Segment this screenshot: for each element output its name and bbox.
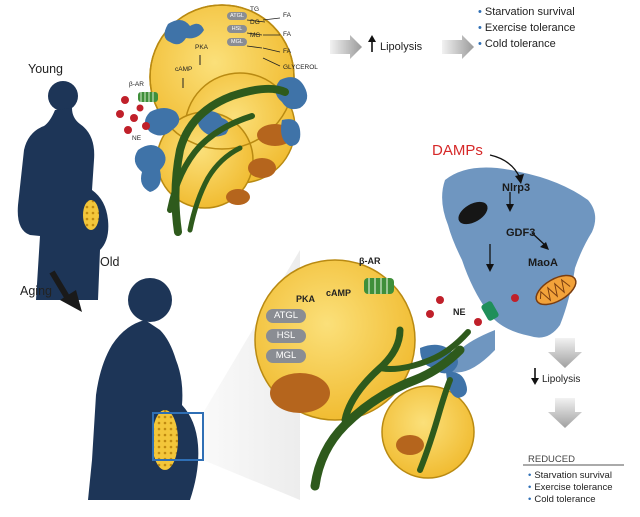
mitochondrion [535, 274, 577, 306]
old-label: Old [100, 255, 120, 269]
beta-ar-receptor [364, 278, 394, 294]
dg-label: DG [250, 19, 260, 26]
glycerol-label: GLYCEROL [283, 64, 318, 71]
camp-label: cAMP [326, 288, 352, 298]
nucleus [396, 435, 424, 455]
mgl-pill: MGL [266, 349, 306, 363]
maoa-label: MaoA [528, 257, 558, 269]
ne-molecule [124, 126, 132, 134]
young-outcome-item: Starvation survival [478, 4, 575, 20]
pka-label-small: PKA [195, 44, 209, 51]
nucleus [248, 158, 276, 178]
damps-label: DAMPs [432, 142, 483, 159]
aging-label: Aging [20, 284, 52, 298]
camp-label-small: cAMP [175, 66, 193, 73]
macrophage [145, 108, 180, 136]
up-arrow-icon [368, 35, 376, 52]
young-fat-depot [83, 200, 99, 230]
zoom-box [152, 412, 204, 461]
mgl-pill-small: MGL [227, 38, 247, 46]
hsl-pill: HSL [266, 329, 306, 343]
down-arrow-icon [531, 368, 539, 385]
old-person-silhouette [88, 278, 199, 500]
aging-arrow [49, 270, 82, 312]
ne-molecule [121, 96, 129, 104]
macrophage [164, 19, 204, 45]
atgl-pill-small: ATGL [227, 12, 247, 20]
atgl-pill: ATGL [266, 309, 306, 323]
macrophage [134, 145, 166, 192]
flow-arrow [442, 35, 474, 59]
macrophage [281, 119, 301, 146]
sympathetic-nerve [187, 145, 243, 233]
ne-label-small: NE [132, 135, 142, 142]
fa-label-3: FA [283, 48, 291, 55]
fa-label-2: FA [283, 31, 291, 38]
nucleus [270, 373, 330, 413]
sympathetic-nerve [377, 329, 471, 372]
reduced-heading: REDUCED [528, 454, 575, 465]
sympathetic-nerve [167, 113, 255, 213]
mg-label: MG [250, 32, 261, 39]
fa-label-1: FA [283, 12, 291, 19]
ne-molecule [474, 318, 482, 326]
old-outcome-item: Exercise tolerance [528, 482, 612, 494]
ne-molecule [116, 110, 124, 118]
ne-molecule [142, 122, 150, 130]
young-person-silhouette [17, 81, 109, 300]
gdf3-label: GDF3 [506, 227, 536, 239]
ne-molecule [436, 296, 444, 304]
flow-arrow [330, 35, 362, 59]
young-outcome-item: Cold tolerance [478, 36, 575, 52]
hsl-pill-small: HSL [227, 25, 247, 33]
young-outcomes-list: Starvation survival Exercise tolerance C… [478, 4, 576, 52]
ne-transporter [481, 301, 499, 321]
old-outcomes-list: Starvation survival Exercise tolerance C… [528, 470, 612, 506]
flow-arrow [548, 398, 582, 428]
macrophage-nucleus [458, 201, 488, 225]
old-adipose-cluster [254, 259, 475, 491]
ne-molecule [426, 310, 434, 318]
fat-cell [381, 385, 475, 479]
sympathetic-nerve [310, 345, 465, 491]
young-outcome-item: Exercise tolerance [478, 20, 576, 36]
ne-label: NE [453, 307, 466, 317]
ne-molecule [136, 104, 144, 112]
nlrp3-label: Nlrp3 [502, 182, 531, 194]
macrophage-large [442, 154, 596, 373]
macrophage [275, 77, 308, 110]
lipolysis-up-label: Lipolysis [380, 41, 423, 53]
sympathetic-nerve [417, 377, 453, 473]
young-adipose-cluster [116, 4, 308, 236]
young-label: Young [28, 62, 63, 76]
old-outcome-item: Starvation survival [528, 470, 612, 482]
nucleus [226, 189, 250, 205]
lipolysis-down-label: Lipolysis [542, 374, 581, 385]
ne-molecule [511, 294, 519, 302]
old-fat-depot [152, 410, 178, 470]
beta-ar-receptor-small [138, 92, 158, 102]
old-outcome-item: Cold tolerance [528, 494, 612, 506]
ne-molecule [130, 114, 138, 122]
tg-label: TG [250, 6, 260, 13]
flow-arrow [548, 338, 582, 368]
pka-label: PKA [296, 294, 316, 304]
beta-ar-label: β-AR [359, 256, 381, 266]
beta-ar-label-small: β-AR [129, 81, 144, 88]
